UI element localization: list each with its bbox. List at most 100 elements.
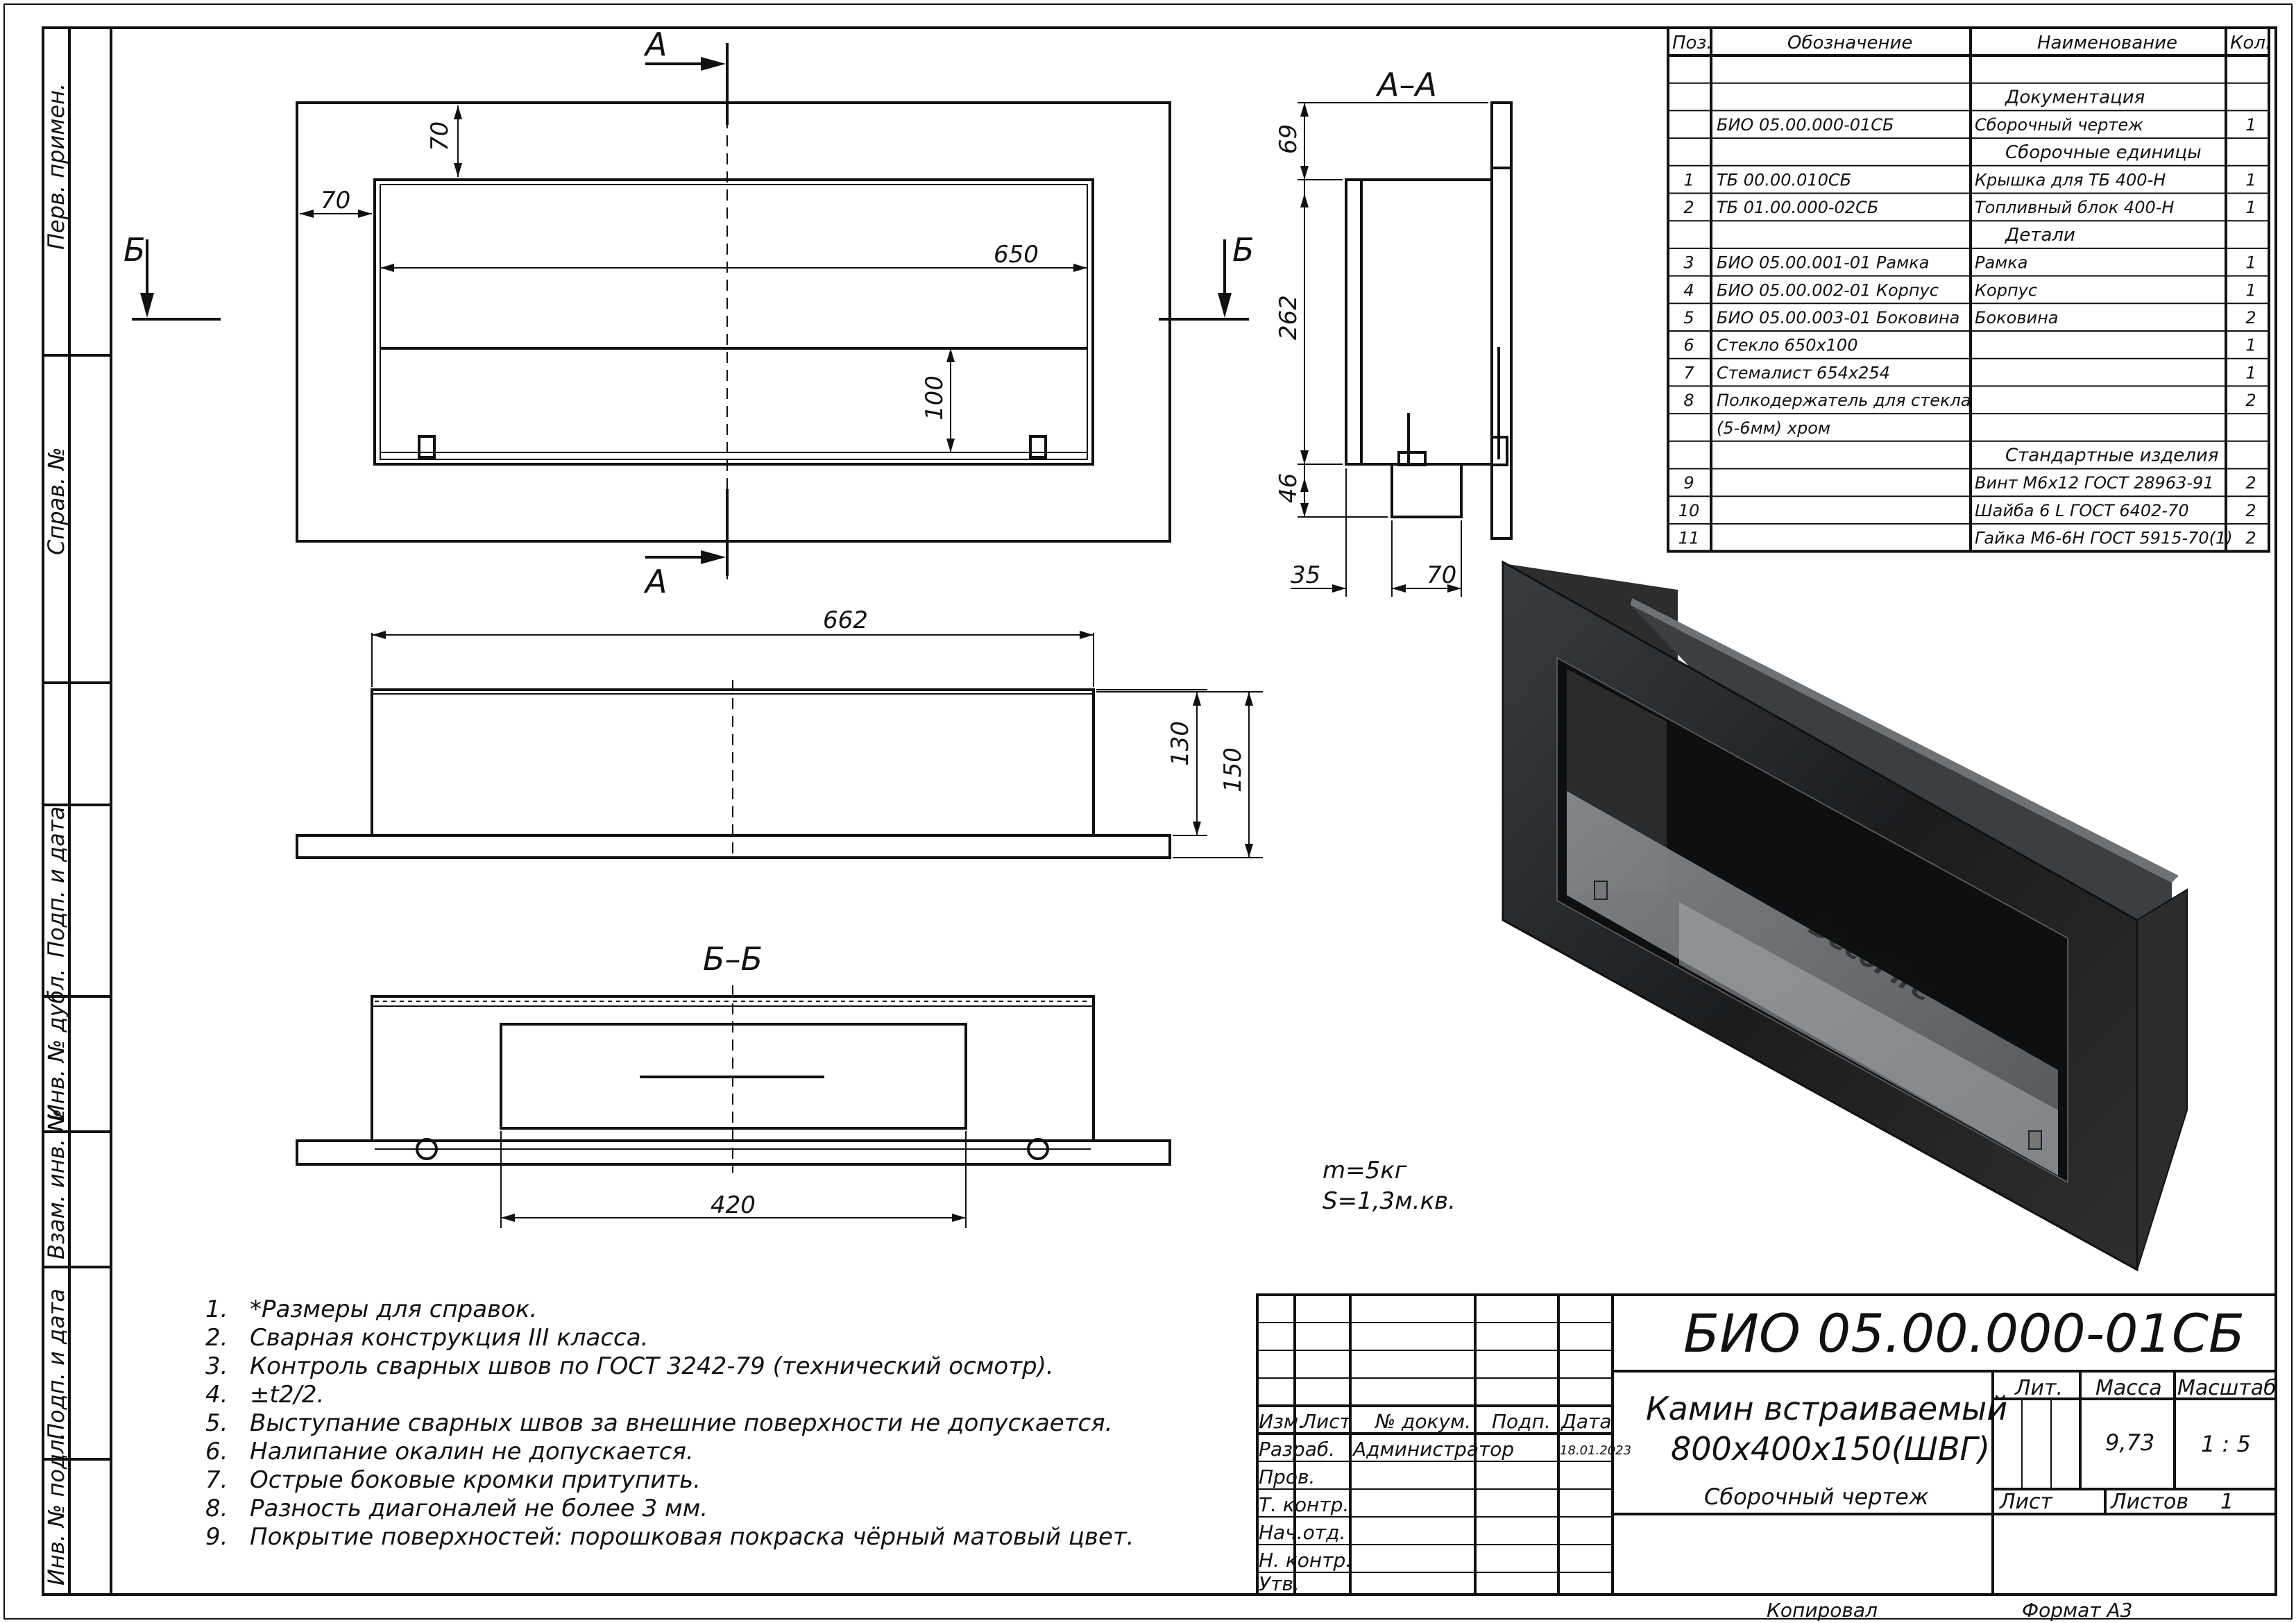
tb-role-prov: Пров.	[1259, 1465, 1315, 1488]
spec-header-designation: Обозначение	[1787, 33, 1912, 53]
spec-cell-name: Сборочный чертеж	[1975, 115, 2143, 135]
spec-cell-designation: БИО 05.00.003-01 Боковина	[1717, 308, 1959, 328]
dim-top-662: 662	[823, 606, 868, 634]
tb-scale-value: 1 : 5	[2201, 1431, 2251, 1457]
title-block: Изм. Лист № докум. Подп. Дата Разраб. Пр…	[1256, 1293, 2277, 1622]
glass-holder-right	[1029, 435, 1047, 459]
tb-sheets-label: Листов	[2110, 1490, 2188, 1514]
stamp-label-podp-data-1: Подп. и дата	[43, 806, 69, 958]
spec-cell-designation: Стемалист 654х254	[1717, 363, 1890, 382]
spec-cell-pos: 4	[1683, 280, 1694, 300]
spec-cell-qty: 2	[2245, 308, 2256, 328]
note-number: 7.	[205, 1466, 228, 1494]
spec-section-title: Детали	[2005, 225, 2075, 246]
note-text: ±t2/2.	[250, 1381, 324, 1409]
spec-cell-pos: 11	[1678, 529, 1700, 548]
tb-copied-label: Копировал	[1767, 1599, 1878, 1622]
spec-cell-name: Боковина	[1975, 308, 2058, 328]
spec-cell-qty: 2	[2245, 501, 2256, 520]
tb-role-razrab: Разраб.	[1259, 1438, 1335, 1461]
section-aa-fuel-block	[1391, 463, 1463, 518]
spec-cell-name: Корпус	[1975, 280, 2037, 300]
tb-doc-type: Сборочный чертеж	[1704, 1484, 1929, 1510]
dim-section-aa-35: 35	[1291, 561, 1320, 589]
spec-cell-qty: 1	[2245, 115, 2256, 135]
spec-cell-designation: БИО 05.00.001-01 Рамка	[1717, 253, 1929, 273]
spec-cell-pos: 9	[1683, 473, 1694, 493]
section-a-label-top: А	[643, 26, 667, 63]
technical-notes: 1.*Размеры для справок.2.Сварная констру…	[205, 1295, 1134, 1551]
note-number: 1.	[205, 1295, 228, 1323]
spec-cell-pos: 7	[1683, 363, 1694, 382]
spec-cell-qty: 1	[2245, 363, 2256, 382]
tb-mass-value: 9,73	[2105, 1429, 2154, 1456]
note-number: 3.	[205, 1352, 228, 1380]
dim-front-70-top: 70	[426, 121, 454, 151]
spec-cell-pos: 3	[1683, 253, 1694, 273]
section-aa-body	[1345, 178, 1363, 466]
tb-role-nach-otd: Нач.отд.	[1259, 1521, 1345, 1544]
stamp-label-inv-dubl: Инв. № дубл.	[43, 969, 69, 1121]
spec-cell-qty: 1	[2245, 253, 2256, 273]
section-aa-title: А–А	[1375, 66, 1437, 103]
spec-cell-name: Гайка М6-6Н ГОСТ 5915-70(1)	[1975, 529, 2233, 548]
front-outer-frame	[296, 101, 1171, 543]
tb-col-sign: Подп.	[1492, 1410, 1551, 1433]
spec-cell-qty: 1	[2245, 336, 2256, 355]
glass-holder-left	[418, 435, 436, 459]
stamp-label-inv-podl: Инв. № подл.	[43, 1432, 69, 1586]
section-a-label-bottom: А	[643, 563, 667, 600]
stamp-label-podp-data-2: Подп. и дата	[43, 1289, 69, 1440]
spec-cell-qty: 1	[2245, 171, 2256, 190]
spec-cell-pos: 2	[1683, 198, 1694, 217]
dim-front-100: 100	[921, 375, 949, 420]
specification-table: Поз. Обозначение Наименование Кол. Документа…	[1667, 26, 2271, 553]
front-view: А А Б Б 70 70 650 100	[124, 26, 1255, 600]
spec-cell-pos: 1	[1683, 171, 1694, 190]
mass-label: m=5кг	[1323, 1157, 1408, 1184]
note-number: 8.	[205, 1495, 228, 1522]
dim-section-bb-420: 420	[711, 1191, 756, 1219]
spec-header-pos: Поз.	[1672, 33, 1712, 53]
stamp-label-perv-primen: Перв. примен.	[43, 83, 69, 250]
spec-cell-name: Шайба 6 L ГОСТ 6402-70	[1975, 501, 2189, 520]
spec-cell-designation: (5-6мм) хром	[1717, 418, 1830, 438]
tb-sheet-label: Лист	[1999, 1490, 2054, 1514]
dim-section-aa-46: 46	[1275, 473, 1302, 503]
spec-cell-name: Рамка	[1975, 253, 2028, 273]
dim-section-aa-70: 70	[1427, 561, 1456, 589]
stamp-label-sprav: Справ. №	[43, 447, 69, 555]
spec-section-title: Сборочные единицы	[2005, 142, 2202, 163]
spec-cell-name: Винт М6х12 ГОСТ 28963-91	[1975, 473, 2214, 493]
tb-scale-label: Масштаб	[2177, 1376, 2277, 1400]
stamp-label-vzam-inv: Взам. инв. №	[43, 1109, 69, 1259]
fireplace-3d-render: DecoFire	[1502, 560, 2188, 1272]
spec-cell-designation: ТБ 01.00.000-02СБ	[1717, 198, 1878, 217]
note-text: Покрытие поверхностей: порошковая покрас…	[250, 1523, 1134, 1551]
spec-cell-qty: 2	[2245, 529, 2256, 548]
note-number: 2.	[205, 1324, 228, 1352]
tb-col-izm: Изм.	[1259, 1410, 1304, 1433]
dim-front-650: 650	[994, 241, 1039, 269]
spec-header-qty: Кол.	[2230, 33, 2271, 53]
note-number: 9.	[205, 1523, 228, 1551]
section-bb-title: Б–Б	[703, 940, 763, 978]
spec-cell-qty: 2	[2245, 473, 2256, 493]
tb-col-date: Дата	[1560, 1410, 1612, 1433]
spec-header-name: Наименование	[2037, 33, 2177, 53]
dim-section-aa-69: 69	[1275, 124, 1302, 154]
section-aa-frame	[1490, 101, 1513, 169]
spec-section-title: Документация	[2005, 87, 2145, 108]
spec-cell-designation: ТБ 00.00.010СБ	[1717, 171, 1851, 190]
note-number: 5.	[205, 1409, 228, 1437]
spec-cell-qty: 2	[2245, 391, 2256, 410]
dim-top-130: 130	[1166, 721, 1194, 766]
note-text: Контроль сварных швов по ГОСТ 3242-79 (т…	[250, 1352, 1054, 1380]
note-text: Выступание сварных швов за внешние повер…	[250, 1409, 1112, 1437]
spec-cell-qty: 1	[2245, 280, 2256, 300]
spec-section-title: Стандартные изделия	[2005, 445, 2218, 466]
outer-border	[3, 3, 2293, 1620]
spec-cell-designation: БИО 05.00.000-01СБ	[1717, 115, 1894, 135]
note-text: Сварная конструкция III класса.	[250, 1324, 648, 1352]
